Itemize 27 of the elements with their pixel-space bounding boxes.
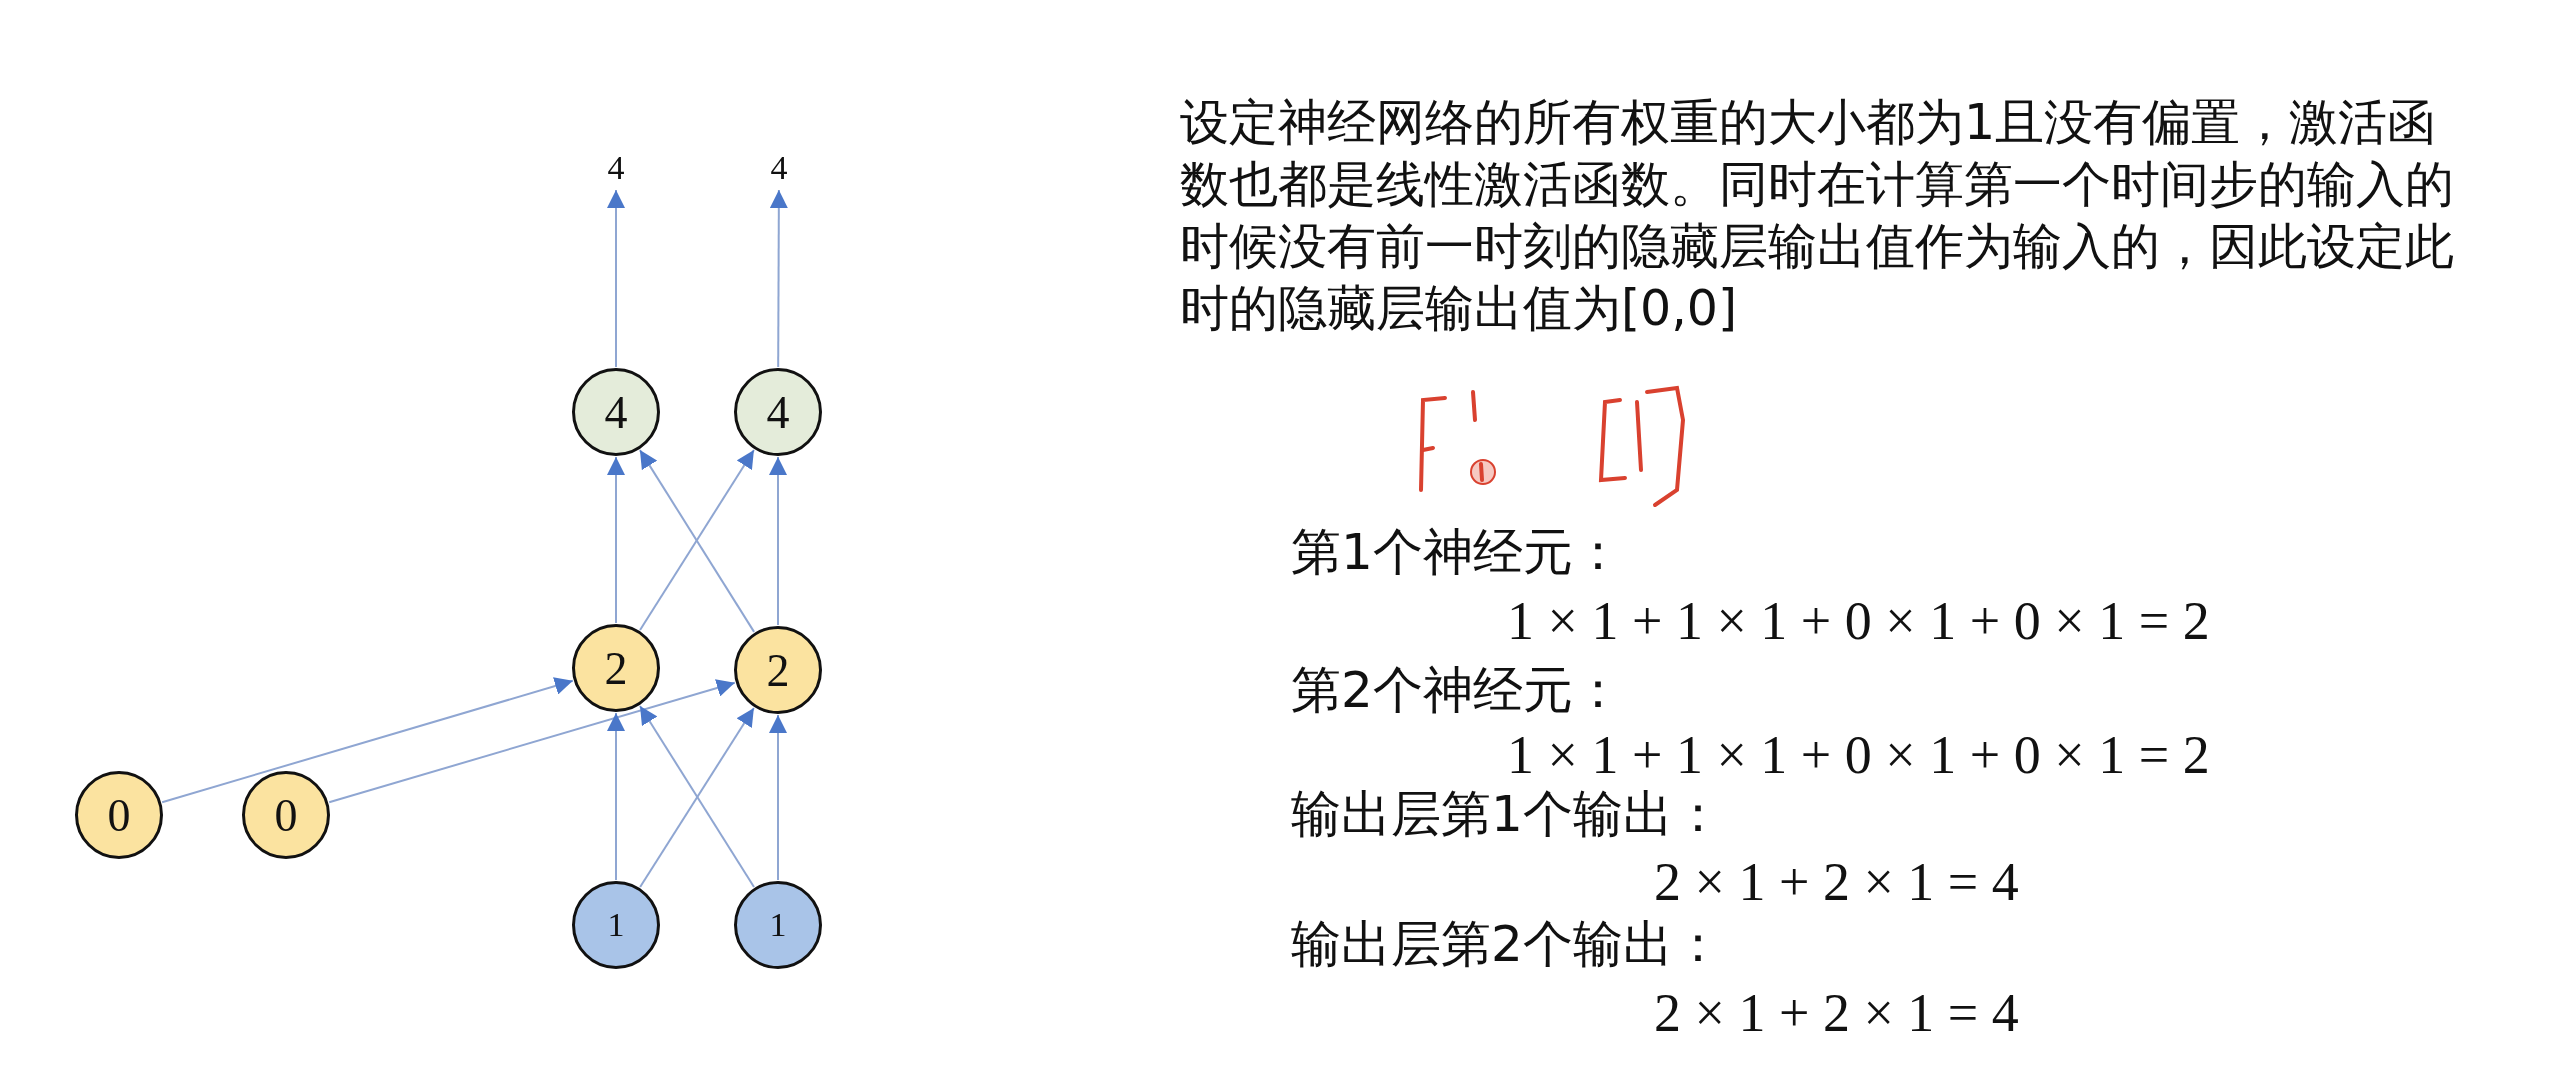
neuron-circle: 2 — [734, 626, 822, 714]
arrow — [769, 714, 787, 881]
arrow — [769, 189, 788, 368]
neuron-circle: 1 — [734, 881, 822, 969]
step-heading: 输出层第1个输出： — [1291, 784, 1723, 845]
output-value: 4 — [596, 146, 636, 190]
neuron-circle: 0 — [75, 771, 163, 859]
neuron-circle: 2 — [572, 624, 660, 712]
neuron-circle: 1 — [572, 881, 660, 969]
equation: 2 × 1 + 2 × 1 = 4 — [1654, 982, 2019, 1044]
equation: 2 × 1 + 2 × 1 = 4 — [1654, 851, 2019, 913]
neuron-circle: 0 — [242, 771, 330, 859]
step-heading: 输出层第2个输出： — [1291, 914, 1723, 975]
arrow — [769, 456, 787, 626]
arrow — [161, 677, 574, 804]
neuron-circle: 4 — [572, 368, 660, 456]
equation: 1 × 1 + 1 × 1 + 0 × 1 + 0 × 1 = 2 — [1507, 724, 2210, 786]
output-value: 4 — [759, 146, 799, 190]
arrow — [607, 712, 625, 881]
description-paragraph: 设定神经网络的所有权重的大小都为1且没有偏置，激活函数也都是线性激活函数。同时在计算第一个时间步的输入的时候没有前一时刻的隐藏层输出值作为输入的，因此设定此时的隐藏层输出值为[0,0] — [1180, 93, 2455, 339]
arrow — [328, 679, 736, 804]
arrow — [607, 456, 625, 624]
equation: 1 × 1 + 1 × 1 + 0 × 1 + 0 × 1 = 2 — [1507, 590, 2210, 652]
step-heading: 第2个神经元： — [1291, 660, 1623, 721]
step-heading: 第1个神经元： — [1291, 522, 1623, 583]
arrow — [607, 189, 625, 368]
neuron-circle: 4 — [734, 368, 822, 456]
